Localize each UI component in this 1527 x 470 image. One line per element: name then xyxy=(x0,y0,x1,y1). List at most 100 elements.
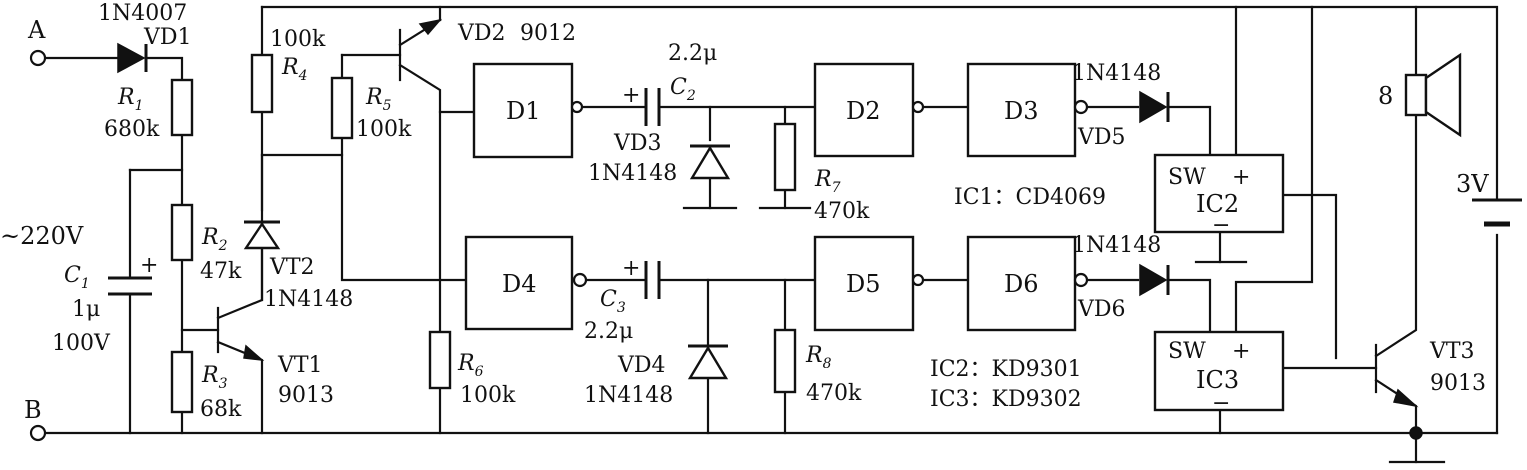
r6-value-label: 100k xyxy=(460,383,516,408)
vd2-ref-label: VD2 xyxy=(457,21,506,46)
junction-dot xyxy=(1409,426,1423,440)
vd4-part-label: 1N4148 xyxy=(584,383,673,408)
note-ic2: IC2：KD9301 xyxy=(930,357,1082,382)
ic3-block-icon xyxy=(1153,330,1285,412)
speaker-icon xyxy=(1404,52,1462,138)
resistor-r8-icon xyxy=(773,328,797,394)
ic3-minus-label: − xyxy=(1212,391,1230,416)
battery-value-label: 3V xyxy=(1456,170,1489,198)
vd6-part-label: 1N4148 xyxy=(1072,233,1161,258)
gate-d4-icon xyxy=(464,235,574,331)
gate-d2-bubble-icon xyxy=(911,100,925,114)
gate-d3-bubble-icon xyxy=(1073,99,1089,115)
vt3-part-label: 9013 xyxy=(1430,371,1486,396)
diode-vd4-icon xyxy=(687,344,729,380)
vd1-part-label: 1N4007 xyxy=(98,1,187,26)
vd5-ref-label: VD5 xyxy=(1077,125,1126,150)
r2-ref-label: R2 xyxy=(201,225,228,254)
ic2-name-label: IC2 xyxy=(1196,190,1239,218)
note-ic3: IC3：KD9302 xyxy=(930,387,1082,412)
capacitor-c2-icon xyxy=(644,88,661,126)
r8-value-label: 470k xyxy=(806,381,862,406)
gate-d5-label: D5 xyxy=(846,270,881,298)
gate-d3-label: D3 xyxy=(1004,97,1039,125)
vd5-part-label: 1N4148 xyxy=(1072,61,1161,86)
c1-value-label: 1μ xyxy=(72,297,100,322)
c1-ref-label: C1 xyxy=(64,263,90,292)
speaker-value-label: 8 xyxy=(1378,82,1393,110)
vt3-ref-label: VT3 xyxy=(1429,339,1475,364)
r1-value-label: 680k xyxy=(104,117,160,142)
r3-ref-label: R3 xyxy=(201,363,228,392)
r2-value-label: 47k xyxy=(200,259,242,284)
gate-d1-icon xyxy=(472,62,574,159)
r6-ref-label: R6 xyxy=(457,351,484,380)
gate-d6-bubble-icon xyxy=(1073,272,1089,288)
r4-value-label: 100k xyxy=(270,27,326,52)
terminal-a-label: A xyxy=(27,16,46,44)
wires xyxy=(40,5,1499,464)
gate-d5-bubble-icon xyxy=(911,273,925,287)
capacitor-c3-icon xyxy=(644,261,661,299)
terminal-a-icon xyxy=(29,49,47,67)
diode-vt2-icon xyxy=(243,220,281,250)
terminal-b-icon xyxy=(29,424,47,442)
diode-vd1-icon xyxy=(117,42,148,74)
diode-vd5-icon xyxy=(1139,90,1170,124)
vt2-ref-label: VT2 xyxy=(269,255,315,280)
ic2-minus-label: − xyxy=(1212,213,1230,238)
vt3-emitter-arrow-icon xyxy=(1393,388,1419,408)
c1-voltage-label: 100V xyxy=(52,331,111,356)
r1-ref-label: R1 xyxy=(117,85,144,114)
ic2-sw-label: SW xyxy=(1168,165,1206,190)
vt2-part-label: 1N4148 xyxy=(264,287,353,312)
gate-d5-icon xyxy=(813,235,915,332)
c2-polarity-label: + xyxy=(622,83,640,108)
mains-label: ~220V xyxy=(0,222,84,250)
resistor-r6-icon xyxy=(428,330,452,390)
gate-d3-icon xyxy=(966,62,1077,158)
vd6-ref-label: VD6 xyxy=(1077,297,1126,322)
c1-polarity-label: + xyxy=(140,253,158,278)
gate-d1-label: D1 xyxy=(506,97,541,125)
vd3-ref-label: VD3 xyxy=(613,131,662,156)
resistor-r5-icon xyxy=(330,76,354,140)
vt1-ref-label: VT1 xyxy=(277,353,323,378)
r3-value-label: 68k xyxy=(200,397,242,422)
vd3-part-label: 1N4148 xyxy=(588,161,677,186)
r7-ref-label: R7 xyxy=(814,167,841,196)
gate-d6-label: D6 xyxy=(1004,270,1039,298)
r5-ref-label: R5 xyxy=(365,85,392,114)
ic3-sw-label: SW xyxy=(1168,339,1206,364)
gate-d4-bubble-icon xyxy=(572,272,588,288)
c3-value-label: 2.2μ xyxy=(584,319,633,344)
r5-value-label: 100k xyxy=(356,117,412,142)
resistor-r1-icon xyxy=(170,78,194,137)
resistor-r4-icon xyxy=(250,53,274,114)
r8-ref-label: R8 xyxy=(805,343,832,372)
diode-vd6-icon xyxy=(1139,263,1170,297)
capacitor-c1-icon xyxy=(108,276,152,296)
gate-d6-icon xyxy=(966,235,1077,332)
ic2-block-icon xyxy=(1153,153,1285,234)
c2-ref-label: C2 xyxy=(670,75,696,104)
battery-icon xyxy=(1472,198,1522,227)
c3-ref-label: C3 xyxy=(600,287,626,316)
vt1-part-label: 9013 xyxy=(278,383,334,408)
r7-value-label: 470k xyxy=(814,199,870,224)
c2-value-label: 2.2μ xyxy=(668,41,717,66)
vd4-ref-label: VD4 xyxy=(617,353,666,378)
note-ic1: IC1：CD4069 xyxy=(954,185,1106,210)
resistor-r2-icon xyxy=(170,203,194,262)
resistor-r3-icon xyxy=(170,350,194,414)
vt1-emitter-arrow-icon xyxy=(243,344,265,362)
c3-polarity-label: + xyxy=(622,256,640,281)
r4-ref-label: R4 xyxy=(281,55,308,84)
diode-vd3-icon xyxy=(689,144,731,180)
ic3-plus-label: + xyxy=(1232,339,1250,364)
vd2-emitter-arrow-icon xyxy=(418,18,442,36)
gate-d2-icon xyxy=(813,62,915,158)
gate-d2-label: D2 xyxy=(846,97,881,125)
